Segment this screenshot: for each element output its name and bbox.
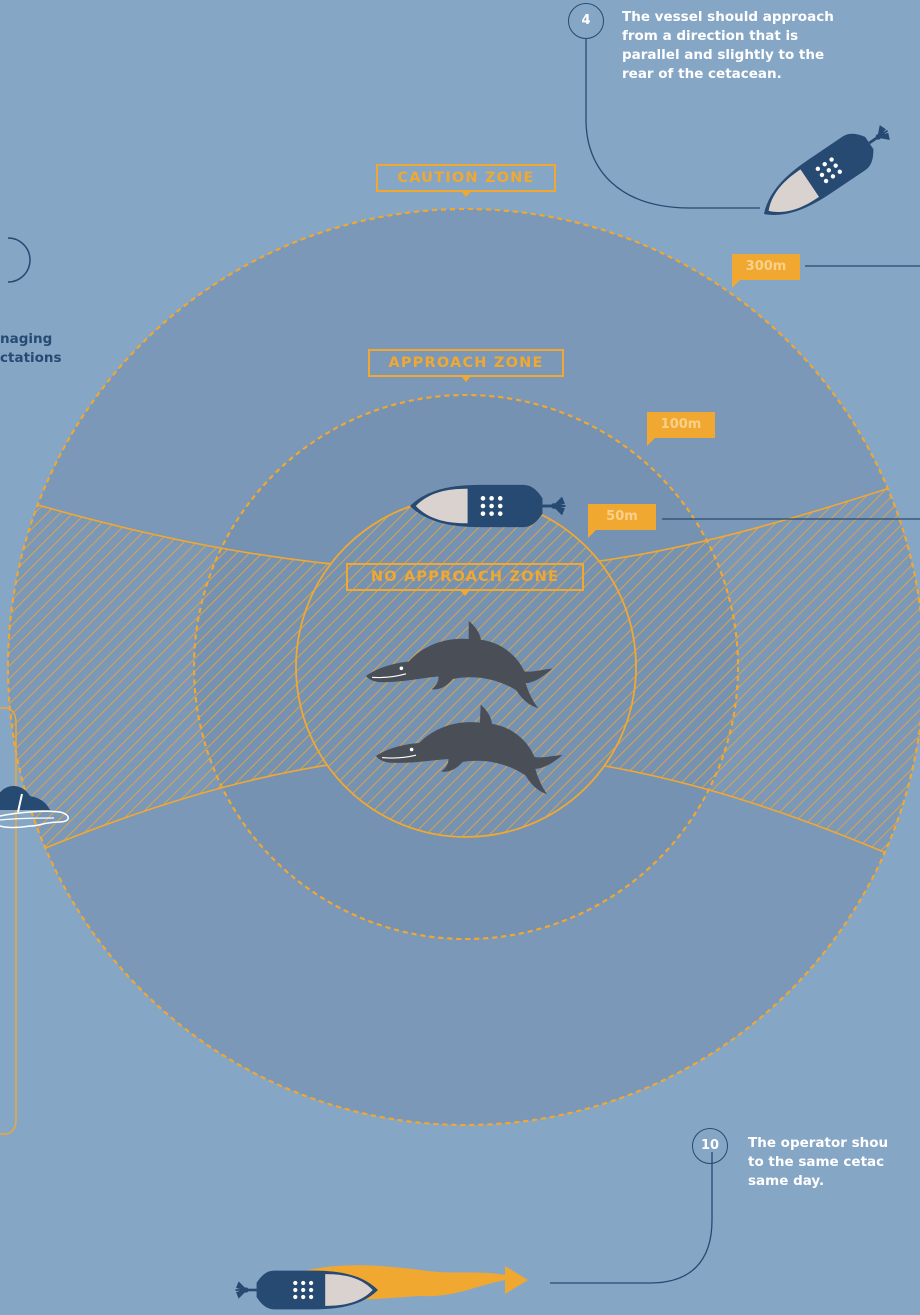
note-4-line-2: from a direction that is — [622, 28, 799, 44]
distance-tag-300m: 300m — [732, 254, 800, 288]
note-10-line-2: to the same cetac — [748, 1154, 885, 1170]
partial-left-text: naging ctations — [0, 330, 80, 368]
note-4-line-3: parallel and slightly to the — [622, 47, 825, 63]
note-4-line-4: rear of the cetacean. — [622, 66, 782, 82]
note-10-line-3: same day. — [748, 1173, 825, 1189]
approach-zone-label: APPROACH ZONE — [368, 349, 564, 382]
no-approach-zone-label: NO APPROACH ZONE — [346, 563, 584, 596]
swimmer-icon — [0, 786, 69, 829]
note-10-line-1: The operator shou — [748, 1135, 889, 1151]
note-4-text: The vessel should approach from a direct… — [622, 8, 920, 84]
caution-zone-label: CAUTION ZONE — [376, 164, 556, 197]
callout-line-10 — [550, 1152, 713, 1284]
distance-tag-50m: 50m — [588, 504, 656, 538]
note-4-line-1: The vessel should approach — [622, 9, 834, 25]
callout-line-4 — [585, 38, 760, 209]
partial-left-line-2: ctations — [0, 350, 62, 366]
note-number-10: 10 — [692, 1128, 728, 1164]
distance-tag-100m: 100m — [647, 412, 715, 446]
boat-icon-bottom — [234, 1265, 528, 1311]
partial-left-line-1: naging — [0, 331, 53, 347]
boat-icon-top-right — [751, 112, 901, 233]
note-10-text: The operator shou to the same cetac same… — [748, 1134, 920, 1191]
partial-frame — [0, 707, 17, 1135]
partial-number-circle — [7, 237, 31, 283]
note-number-4: 4 — [568, 3, 604, 39]
